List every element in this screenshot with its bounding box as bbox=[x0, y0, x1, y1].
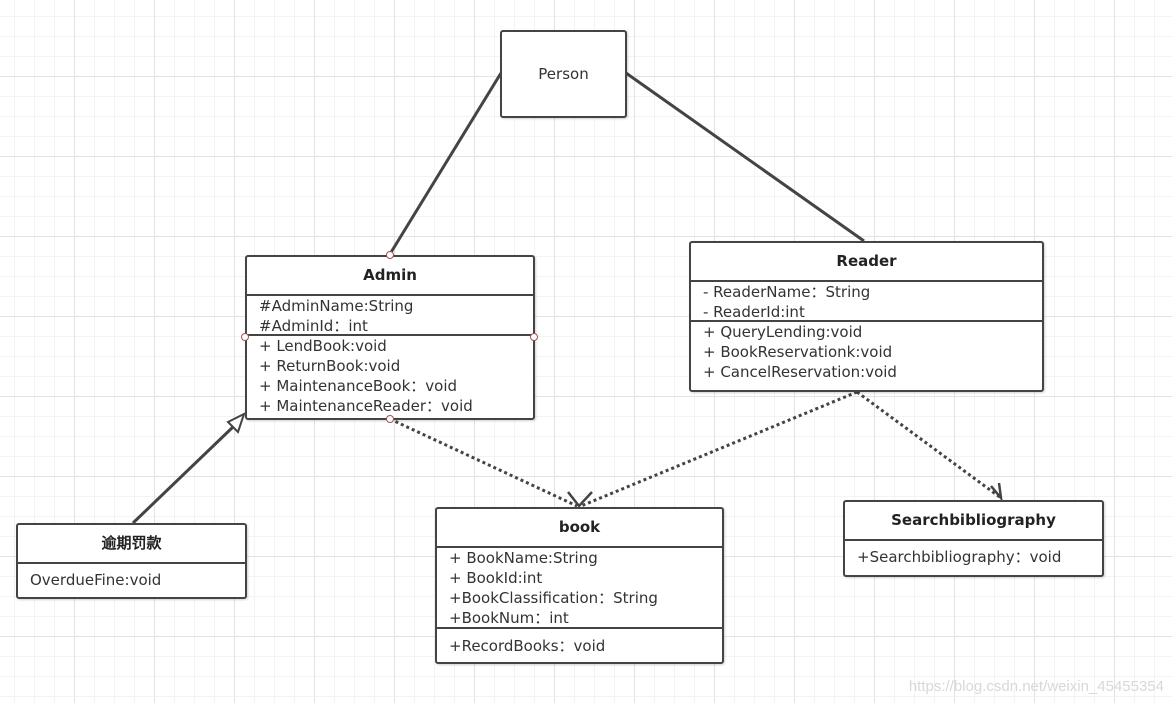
reader-method: + QueryLending:void bbox=[703, 323, 863, 341]
reader-book-dependency[interactable] bbox=[580, 390, 858, 508]
admin-left-handle[interactable] bbox=[241, 333, 249, 341]
book-attribute: + BookId:int bbox=[449, 569, 543, 587]
person-label: Person bbox=[538, 65, 589, 83]
admin-book-dependency[interactable] bbox=[389, 417, 578, 508]
admin-attribute: #AdminName:String bbox=[259, 297, 414, 315]
overdue-fine-class[interactable]: 逾期罚款 OverdueFine:void bbox=[16, 523, 247, 599]
book-class[interactable]: book + BookName:String + BookId:int +Boo… bbox=[435, 507, 724, 664]
admin-bottom-handle[interactable] bbox=[386, 415, 394, 423]
watermark-text: https://blog.csdn.net/weixin_45455354 bbox=[908, 678, 1164, 695]
reader-class-name: Reader bbox=[691, 243, 1042, 282]
admin-method: + ReturnBook:void bbox=[259, 357, 401, 375]
book-class-name: book bbox=[437, 509, 722, 548]
admin-attributes: #AdminName:String #AdminId：int bbox=[247, 296, 533, 335]
generalization-arrowhead bbox=[226, 412, 246, 434]
admin-class-name: Admin bbox=[247, 257, 533, 296]
searchbibliography-class-name: Searchbibliography bbox=[845, 502, 1102, 541]
reader-attributes: - ReaderName：String - ReaderId:int bbox=[691, 282, 1042, 321]
reader-attribute: - ReaderName：String bbox=[703, 283, 871, 301]
admin-method: + MaintenanceReader：void bbox=[259, 397, 473, 415]
reader-methods: + QueryLending:void + BookReservationk:v… bbox=[691, 320, 1042, 382]
overdue-fine-class-name: 逾期罚款 bbox=[18, 525, 245, 564]
reader-attribute: - ReaderId:int bbox=[703, 303, 805, 321]
reader-method: + BookReservationk:void bbox=[703, 343, 893, 361]
searchbibliography-method: +Searchbibliography：void bbox=[857, 548, 1062, 566]
overdue-fine-method: OverdueFine:void bbox=[30, 571, 162, 589]
book-attributes: + BookName:String + BookId:int +BookClas… bbox=[437, 548, 722, 627]
search-dependency-arrowhead bbox=[990, 482, 1003, 503]
book-attribute: +BookNum：int bbox=[449, 609, 569, 627]
admin-person-association[interactable] bbox=[388, 72, 503, 255]
overdue-admin-generalization[interactable] bbox=[131, 424, 236, 525]
person-node[interactable]: Person bbox=[500, 30, 627, 118]
admin-method: + LendBook:void bbox=[259, 337, 387, 355]
overdue-fine-methods: OverdueFine:void bbox=[18, 564, 245, 590]
reader-method: + CancelReservation:void bbox=[703, 363, 897, 381]
admin-attribute: #AdminId：int bbox=[259, 317, 368, 335]
book-methods: +RecordBooks：void bbox=[437, 627, 722, 656]
reader-class[interactable]: Reader - ReaderName：String - ReaderId:in… bbox=[689, 241, 1044, 392]
admin-top-handle[interactable] bbox=[386, 251, 394, 259]
reader-person-association[interactable] bbox=[625, 71, 865, 243]
admin-methods: + LendBook:void + ReturnBook:void + Main… bbox=[247, 334, 533, 416]
admin-class[interactable]: Admin #AdminName:String #AdminId：int + L… bbox=[245, 255, 535, 420]
admin-right-handle[interactable] bbox=[530, 333, 538, 341]
book-attribute: + BookName:String bbox=[449, 549, 598, 567]
searchbibliography-class[interactable]: Searchbibliography +Searchbibliography：v… bbox=[843, 500, 1104, 577]
book-method: +RecordBooks：void bbox=[449, 637, 606, 655]
admin-method: + MaintenanceBook：void bbox=[259, 377, 458, 395]
book-dependency-arrowhead bbox=[567, 491, 593, 508]
book-attribute: +BookClassification：String bbox=[449, 589, 658, 607]
searchbibliography-methods: +Searchbibliography：void bbox=[845, 541, 1102, 567]
reader-search-dependency[interactable] bbox=[856, 390, 1002, 500]
